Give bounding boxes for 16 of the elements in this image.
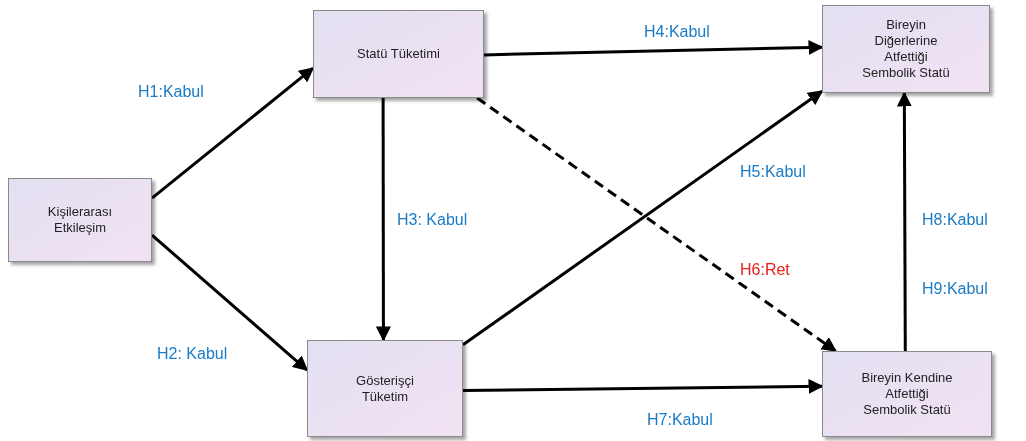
arrow <box>375 98 391 342</box>
box-text: Bireyin Diğerlerine Atfettiği Sembolik Statü <box>861 17 951 81</box>
process-box <box>822 351 992 437</box>
box-text: Statü Tüketimi <box>357 46 440 62</box>
arrow <box>151 66 315 200</box>
arrow <box>896 91 912 351</box>
arrow <box>483 40 824 57</box>
box-text: Bireyin Kendine Atfettiği Sembolik Statü <box>860 370 954 418</box>
box-text: Gösterişçi Tüketim <box>355 372 415 405</box>
process-box <box>307 340 463 437</box>
arrow <box>151 234 309 372</box>
arrow <box>463 378 824 394</box>
process-box <box>8 178 152 262</box>
box-text: Kişilerarası Etkileşim <box>46 204 114 236</box>
process-box <box>313 10 484 98</box>
process-box <box>822 5 990 93</box>
